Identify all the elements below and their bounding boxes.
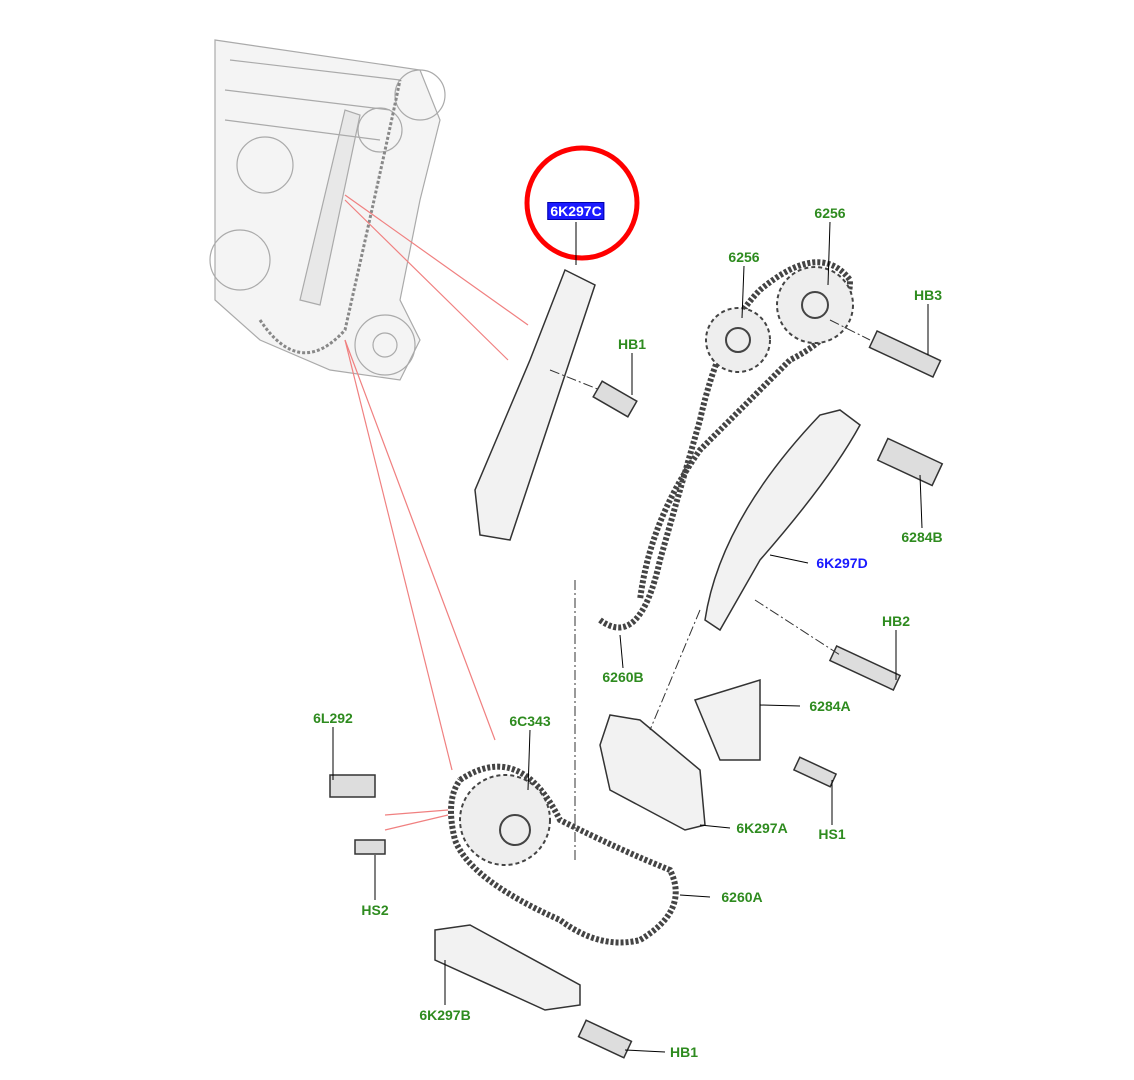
engine-overview-illustration — [209, 39, 446, 381]
part-label-6L292[interactable]: 6L292 — [313, 710, 353, 726]
part-label-HS1[interactable]: HS1 — [818, 826, 846, 842]
part-label-HB2[interactable]: HB2 — [881, 613, 911, 629]
part-label-6K297B[interactable]: 6K297B — [419, 1007, 471, 1023]
timing-chains — [448, 259, 854, 946]
chain-guides — [434, 268, 861, 1011]
part-label-6256[interactable]: 6256 — [728, 249, 760, 265]
part-label-6260A[interactable]: 6260A — [721, 889, 763, 905]
label-leaders — [332, 221, 929, 1053]
part-label-6284A[interactable]: 6284A — [809, 698, 851, 714]
highlight-circle — [524, 145, 640, 261]
part-label-6C343[interactable]: 6C343 — [509, 713, 551, 729]
callout-lines — [344, 194, 529, 831]
part-label-HB3[interactable]: HB3 — [913, 287, 943, 303]
part-label-6260B[interactable]: 6260B — [602, 669, 644, 685]
part-label-HB1[interactable]: HB1 — [669, 1044, 699, 1060]
part-label-6K297D[interactable]: 6K297D — [816, 555, 868, 571]
assembly-lines — [549, 319, 871, 860]
part-label-HS2[interactable]: HS2 — [361, 902, 389, 918]
bolts — [329, 330, 944, 1059]
sprockets — [459, 266, 854, 866]
part-label-6K297A[interactable]: 6K297A — [736, 820, 788, 836]
part-label-6284B[interactable]: 6284B — [901, 529, 943, 545]
part-label-6256[interactable]: 6256 — [814, 205, 846, 221]
part-label-HB1[interactable]: HB1 — [617, 336, 647, 352]
part-label-6K297C[interactable]: 6K297C — [547, 202, 605, 220]
